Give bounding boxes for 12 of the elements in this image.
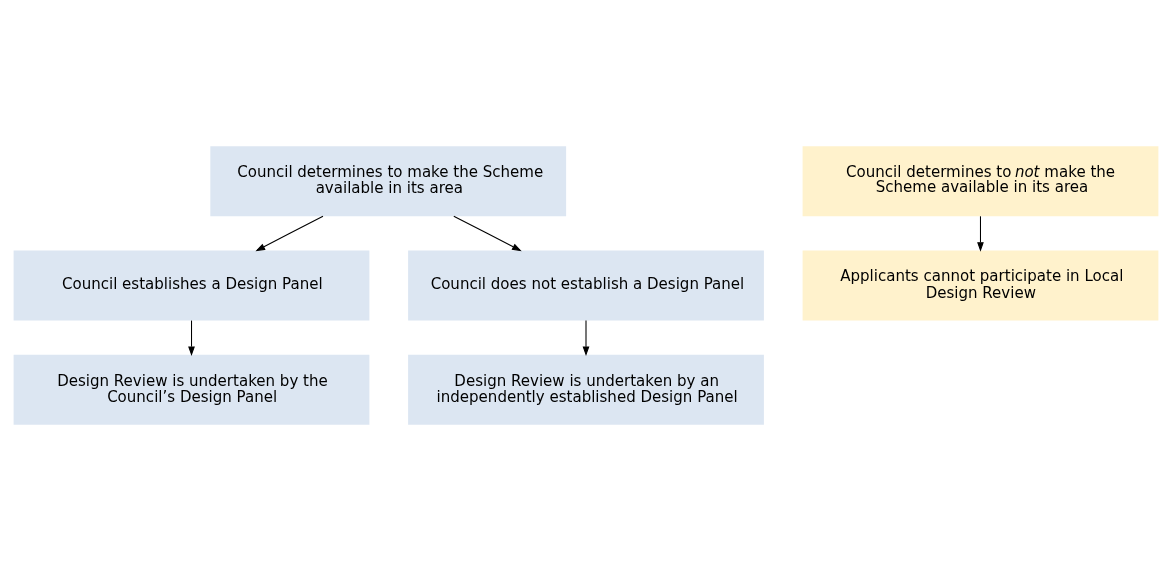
node-box: Council does not establish a Design Panel (408, 250, 764, 320)
arrow (453, 215, 522, 251)
arrow (255, 215, 324, 251)
node-box: Design Review is undertaken by an independently established Design Panel (408, 354, 764, 425)
arrow (582, 319, 590, 356)
node-box: Design Review is undertaken by the Council’s Design Panel (13, 354, 370, 425)
node-box: Council determines to not make the Scheme available in its area (802, 145, 1159, 216)
node-box: Council determines to make the Scheme available in its area (210, 145, 567, 216)
arrow (188, 319, 195, 356)
arrow (977, 215, 984, 252)
node-box: Council establishes a Design Panel (13, 250, 370, 320)
node-box: Applicants cannot participate in Local Design Review (802, 250, 1159, 320)
